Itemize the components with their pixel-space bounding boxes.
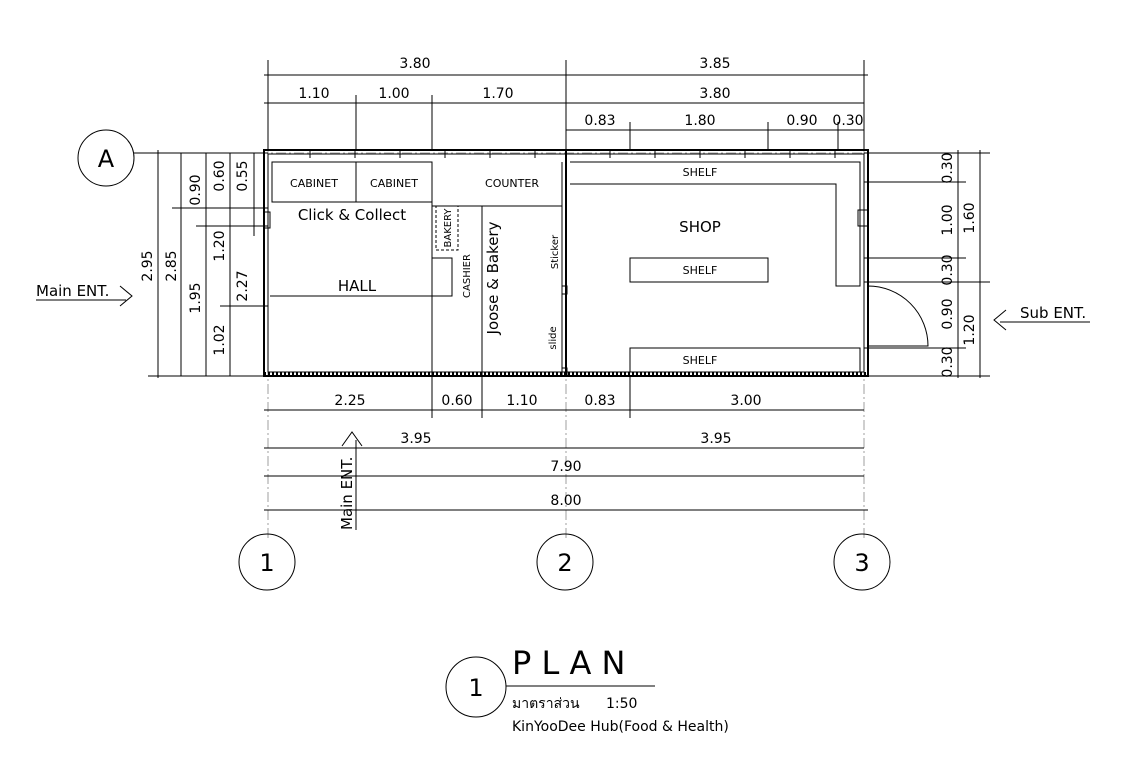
dim-left-b: 1.95: [188, 282, 204, 313]
dim-left-d: 1.20: [212, 230, 228, 261]
dim-right-outer-2: 1.20: [962, 314, 978, 345]
dim-right-3: 0.30: [940, 254, 956, 285]
slide-label: slide: [548, 326, 559, 349]
cashier-box: [431, 257, 453, 297]
title-project: KinYooDee Hub(Food & Health): [512, 719, 729, 735]
dim-left-g: 2.27: [235, 270, 251, 301]
title-name: P L A N: [512, 644, 625, 682]
title-scale-value: 1:50: [606, 696, 637, 712]
cabinet-label-1: CABINET: [290, 177, 338, 190]
dim-right-2: 1.00: [940, 204, 956, 235]
furniture: [270, 161, 929, 376]
sticker-label: Sticker: [550, 234, 561, 269]
dim-top-right-3: 0.90: [786, 113, 817, 129]
dim-bottom-total-2: 8.00: [550, 493, 581, 509]
counter: [431, 162, 563, 207]
entrance-markers: Main ENT. Sub ENT. Main ENT.: [36, 282, 1090, 530]
dim-left-e: 1.02: [212, 324, 228, 355]
dim-right-1: 0.30: [940, 152, 956, 183]
dim-top-left-2: 1.00: [378, 86, 409, 102]
grid-bubble-3: 3: [854, 549, 869, 577]
dim-bottom-4: 0.83: [584, 393, 615, 409]
dim-bottom-half-left: 3.95: [400, 431, 431, 447]
dim-top-left-3: 1.70: [482, 86, 513, 102]
sub-entrance-arrow: [993, 309, 1007, 331]
hall-label: HALL: [338, 277, 377, 295]
cashier-label: CASHIER: [462, 254, 473, 298]
dim-top-left-1: 1.10: [298, 86, 329, 102]
dim-left-outer: 2.95: [140, 250, 156, 281]
left-dimensions: 2.95 2.85 0.90 1.95 0.60 1.20 1.02 0.55 …: [140, 150, 268, 378]
dim-top-right-4: 0.30: [832, 113, 863, 129]
dim-right-5: 0.30: [940, 346, 956, 377]
bottom-dimensions: 2.25 0.60 1.10 0.83 3.00 3.95 3.95 7.90 …: [264, 376, 868, 511]
dim-bottom-5: 3.00: [730, 393, 761, 409]
click-collect-label: Click & Collect: [298, 206, 406, 224]
dim-left-c: 0.60: [212, 160, 228, 191]
main-entrance-left-arrow: [119, 285, 133, 307]
dim-bottom-2: 0.60: [441, 393, 472, 409]
dim-top-right-2: 1.80: [684, 113, 715, 129]
shelf-mid: [629, 257, 769, 283]
cabinet-label-2: CABINET: [370, 177, 418, 190]
dim-bottom-total-1: 7.90: [550, 459, 581, 475]
top-dimensions: 3.80 3.85 1.10 1.00 1.70 3.80 0.83 1.80 …: [264, 56, 868, 150]
shelf-bottom-label: SHELF: [683, 354, 718, 367]
sub-entrance-door: [867, 285, 929, 347]
main-entrance-bottom-arrow: [341, 431, 363, 447]
dim-bottom-1: 2.25: [334, 393, 365, 409]
dim-left-f: 0.55: [235, 160, 251, 191]
shelf-mid-label: SHELF: [683, 264, 718, 277]
bakery-label: BAKERY: [443, 208, 454, 248]
grid-bubbles: A 1 2 3: [77, 129, 891, 591]
shelf-top: [570, 161, 861, 287]
dim-bottom-half-right: 3.95: [700, 431, 731, 447]
dim-top-right-1: 0.83: [584, 113, 615, 129]
dim-top-right-full: 3.80: [699, 86, 730, 102]
grid-bubble-1: 1: [259, 549, 274, 577]
dim-top-total-right: 3.85: [699, 56, 730, 72]
shop-label: SHOP: [679, 218, 721, 236]
right-dimensions: 0.30 1.00 0.30 0.90 0.30 1.60 1.20: [864, 150, 990, 378]
dim-bottom-3: 1.10: [506, 393, 537, 409]
bakery-box: [435, 205, 459, 251]
title-scale-label: มาตราส่วน: [512, 696, 580, 712]
sub-entrance-label: Sub ENT.: [1020, 304, 1086, 322]
room-labels: CABINET CABINET COUNTER SHELF SHELF SHEL…: [290, 166, 721, 367]
shelf-bottom: [629, 347, 861, 373]
title-number: 1: [468, 674, 483, 702]
main-entrance-bottom-label: Main ENT.: [338, 457, 356, 530]
dim-left-2: 2.85: [164, 250, 180, 281]
dim-top-total-left: 3.80: [399, 56, 430, 72]
title-block: 1 P L A N มาตราส่วน 1:50 KinYooDee Hub(F…: [445, 644, 729, 735]
dim-right-4: 0.90: [940, 298, 956, 329]
grid-bubble-a: A: [98, 145, 115, 173]
dim-right-outer-1: 1.60: [962, 202, 978, 233]
counter-label: COUNTER: [485, 177, 539, 190]
main-entrance-left-label: Main ENT.: [36, 282, 109, 300]
grid-bubble-2: 2: [557, 549, 572, 577]
shelf-top-label: SHELF: [683, 166, 718, 179]
joose-bakery-label: Joose & Bakery: [484, 221, 502, 335]
dim-left-a: 0.90: [188, 174, 204, 205]
